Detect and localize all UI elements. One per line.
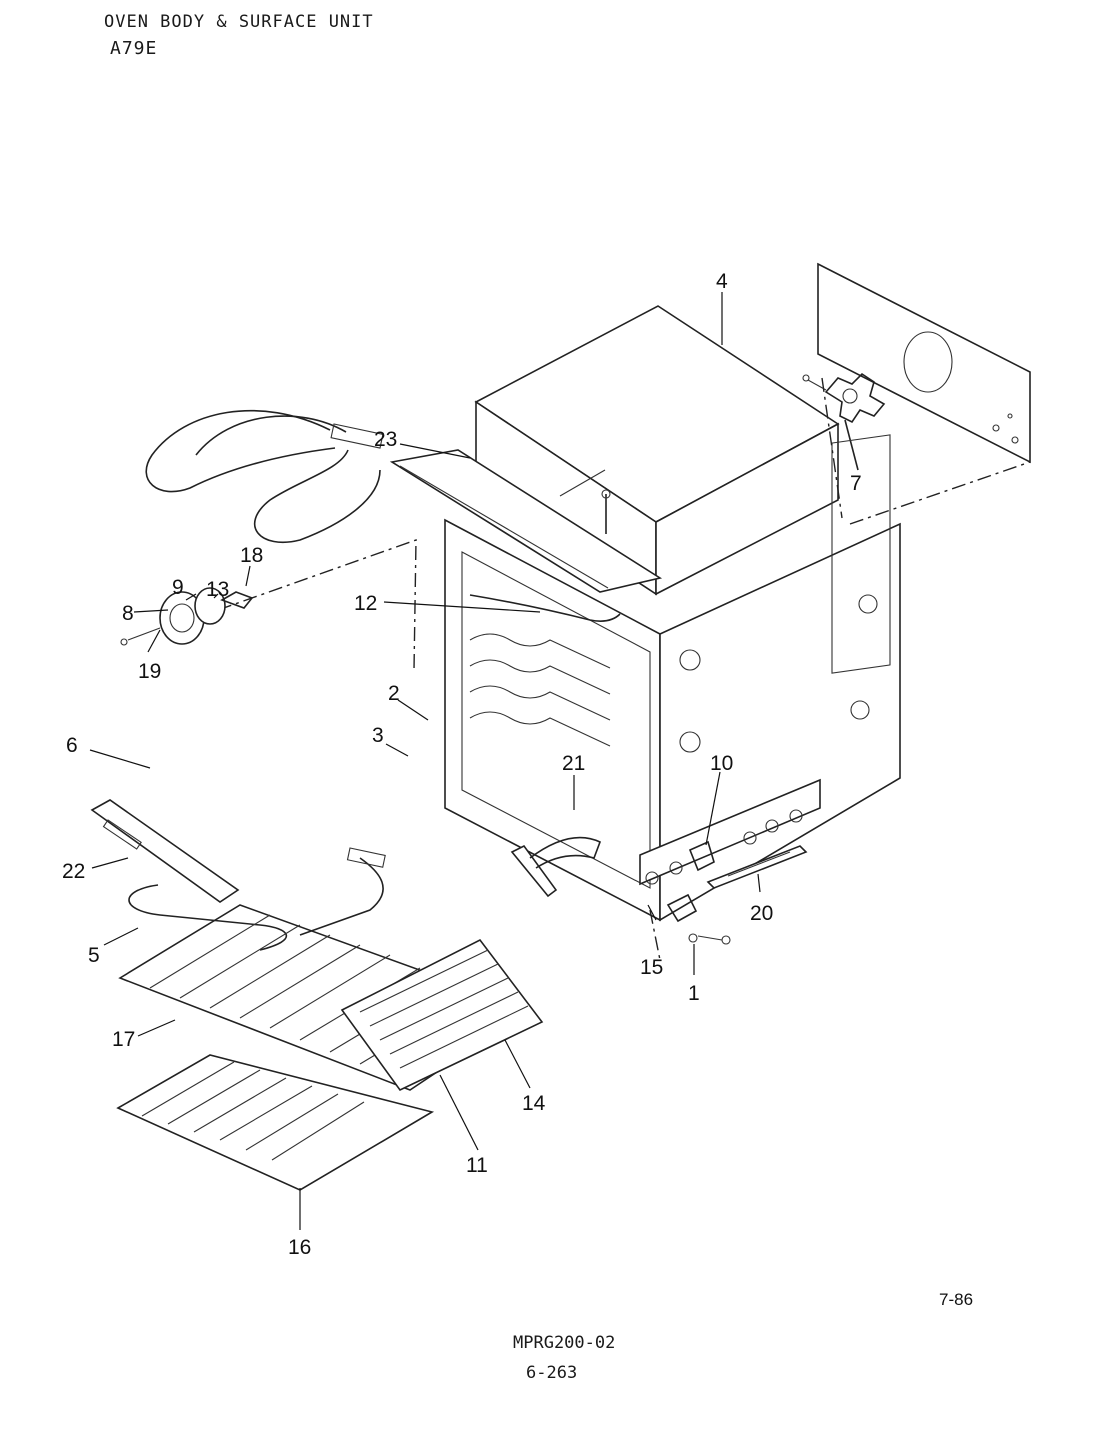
door-switch (666, 840, 731, 945)
oven-liner (474, 305, 840, 596)
callout-3: 3 (372, 724, 384, 747)
broil-pan (340, 938, 544, 1092)
callout-23: 23 (374, 428, 397, 451)
callout-11: 11 (466, 1154, 488, 1177)
callout-12: 12 (354, 592, 377, 615)
element-bracket (90, 799, 240, 903)
callout-10: 10 (710, 752, 733, 775)
document-number: MPRG200-02 (513, 1333, 616, 1353)
callout-13: 13 (206, 578, 229, 601)
callout-15: 15 (640, 956, 663, 979)
callout-labels: 1 2 3 4 5 6 7 8 9 10 11 12 13 14 15 16 1… (62, 270, 862, 1259)
callout-16: 16 (288, 1236, 311, 1259)
callout-9: 9 (172, 576, 184, 599)
bake-element (128, 847, 386, 951)
callout-4: 4 (716, 270, 728, 293)
fan-motor (802, 372, 886, 471)
callout-18: 18 (240, 544, 263, 567)
callout-22: 22 (62, 860, 85, 883)
callout-1: 1 (688, 982, 700, 1005)
heat-shield-bar (706, 845, 808, 889)
page-number: 6-263 (526, 1363, 578, 1383)
rack-guides (469, 633, 611, 747)
door-hinge (510, 844, 558, 898)
alignment-lines (217, 377, 1031, 961)
callout-14: 14 (522, 1092, 546, 1115)
callout-7: 7 (850, 472, 862, 495)
callout-2: 2 (388, 682, 400, 705)
callout-17: 17 (112, 1028, 135, 1051)
oven-rack-lower (116, 1054, 435, 1191)
callout-19: 19 (138, 660, 161, 683)
callout-6: 6 (66, 734, 78, 757)
diagram-title: OVEN BODY & SURFACE UNIT (104, 12, 374, 32)
sensor-probe (469, 594, 621, 622)
callout-21: 21 (562, 752, 585, 775)
callout-20: 20 (750, 902, 773, 925)
callout-8: 8 (122, 602, 134, 625)
callout-5: 5 (88, 944, 100, 967)
broil-element (145, 409, 384, 543)
date-code: 7-86 (939, 1290, 974, 1309)
oven-light-assembly (120, 587, 254, 646)
oven-body (444, 434, 901, 922)
model-number: A79E (110, 38, 158, 59)
top-trim-strip (389, 449, 663, 593)
back-panel (817, 262, 1031, 464)
leader-lines (89, 292, 761, 1230)
